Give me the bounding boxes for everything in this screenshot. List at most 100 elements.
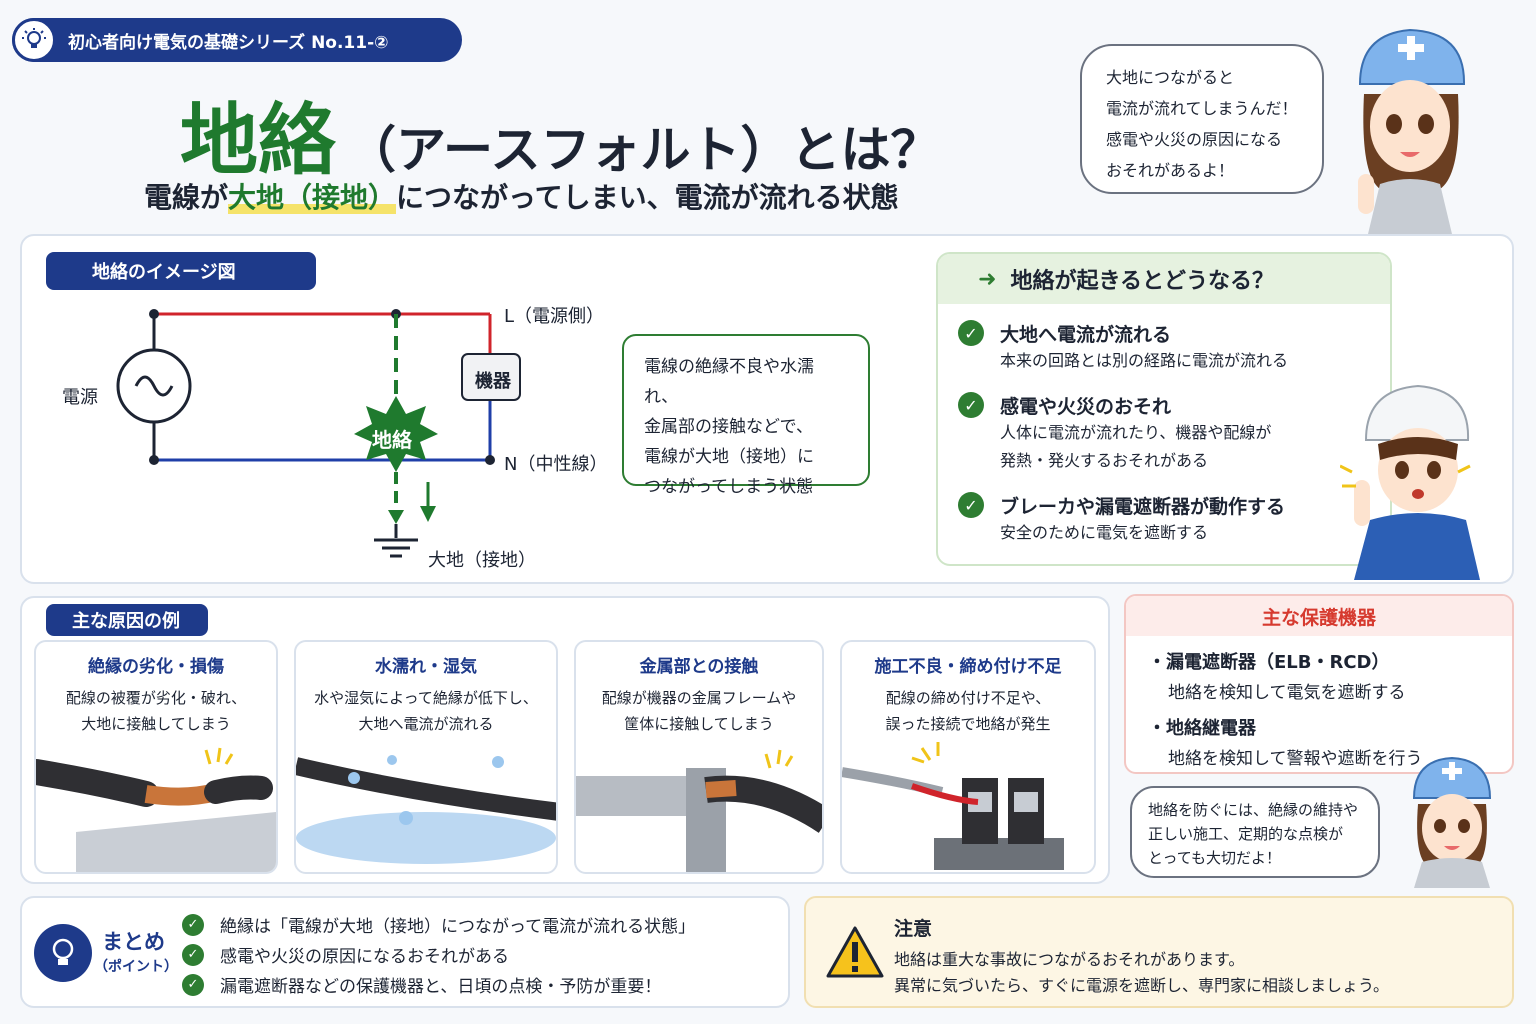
bubble-line: 正しい施工、定期的な点検が bbox=[1148, 825, 1344, 843]
protection-item-desc: 地絡を検知して警報や遮断を行う bbox=[1168, 749, 1423, 769]
line-l-label: L（電源側） bbox=[504, 306, 605, 327]
effect-title: 大地へ電流が流れる bbox=[1000, 324, 1172, 346]
fault-burst-icon bbox=[354, 396, 438, 472]
cause-desc: 水や湿気によって絶縁が低下し、 bbox=[314, 689, 538, 707]
metal-frame-illustration bbox=[576, 749, 822, 872]
page-subtitle: 電線が大地（接地）につながってしまい、電流が流れる状態 bbox=[144, 176, 899, 216]
summary-item-text: 漏電遮断器などの保護機器と、日頃の点検・予防が重要！ bbox=[220, 977, 662, 997]
series-label: 初心者向け電気の基礎シリーズ No.11-② bbox=[68, 32, 389, 53]
protection-item: ・地絡継電器 bbox=[1148, 718, 1256, 739]
cause-desc: 筐体に接触してしまう bbox=[624, 715, 774, 733]
summary-item: ✓ 感電や火災の原因になるおそれがある bbox=[182, 942, 509, 967]
cause-card-water: 水濡れ・湿気 水や湿気によって絶縁が低下し、 大地へ電流が流れる bbox=[294, 640, 558, 874]
effect-title: ブレーカや漏電遮断器が動作する bbox=[1000, 496, 1286, 518]
check-icon: ✓ bbox=[182, 913, 204, 936]
bubble-line: 感電や火災の原因になる bbox=[1106, 130, 1283, 149]
cause-title: 金属部との接触 bbox=[639, 657, 759, 677]
effect-desc: 安全のために電気を遮断する bbox=[1000, 523, 1209, 542]
summary-item-text: 絶縁は「電線が大地（接地）につながって電流が流れる状態」 bbox=[220, 917, 696, 937]
series-badge: 初心者向け電気の基礎シリーズ No.11-② bbox=[12, 18, 462, 62]
causes-heading-text: 主な原因の例 bbox=[72, 611, 180, 632]
summary-box: まとめ （ポイント） ✓ 絶縁は「電線が大地（接地）につながって電流が流れる状態」… bbox=[20, 896, 790, 1008]
caution-line: 地絡は重大な事故につながるおそれがあります。 bbox=[894, 950, 1245, 969]
title-rest: （アースフォルト）とは？ bbox=[346, 121, 941, 179]
cause-desc: 配線の被覆が劣化・破れ、 bbox=[65, 689, 247, 707]
summary-item-text: 感電や火災の原因になるおそれがある bbox=[220, 947, 509, 967]
effect-item: ✓ 感電や火災のおそれ 人体に電流が流れたり、機器や配線が 発熱・発火するおそれ… bbox=[958, 392, 1271, 475]
lightbulb-icon bbox=[12, 18, 56, 62]
cause-title: 絶縁の劣化・損傷 bbox=[88, 657, 224, 677]
bubble-line: 大地につながると bbox=[1106, 68, 1235, 87]
cause-title: 水濡れ・湿気 bbox=[375, 657, 477, 677]
protection-box: 主な保護機器 ・漏電遮断器（ELB・RCD） 地絡を検知して電気を遮断する ・地… bbox=[1124, 594, 1514, 774]
wet-cable-illustration bbox=[296, 755, 556, 864]
fault-label: 地絡 bbox=[372, 428, 412, 452]
title-main: 地絡 bbox=[180, 96, 337, 186]
device-box bbox=[461, 353, 521, 401]
cause-desc: 大地に接触してしまう bbox=[81, 715, 231, 733]
cause-desc: 誤った接続で地絡が発生 bbox=[885, 715, 1051, 733]
effect-item: ✓ 大地へ電流が流れる 本来の回路とは別の経路に電流が流れる bbox=[958, 320, 1288, 375]
causes-heading: 主な原因の例 bbox=[46, 604, 208, 636]
protection-heading: 主な保護機器 bbox=[1126, 596, 1512, 636]
bubble-line: 地絡を防ぐには、絶縁の維持や bbox=[1148, 801, 1359, 819]
desc-line: 電線の絶縁不良や水濡れ、 bbox=[644, 357, 814, 407]
device-label: 機器 bbox=[475, 371, 511, 392]
worker-girl-illustration bbox=[1358, 28, 1466, 234]
ground-label: 大地（接地） bbox=[428, 550, 536, 571]
damaged-cable-illustration bbox=[36, 747, 276, 872]
cause-card-metal-contact: 金属部との接触 配線が機器の金属フレームや 筐体に接触してしまう bbox=[574, 640, 824, 874]
check-icon: ✓ bbox=[958, 320, 984, 346]
caution-box: 注意 地絡は重大な事故につながるおそれがあります。 異常に気づいたら、すぐに電源… bbox=[804, 896, 1514, 1008]
terminal-block-illustration bbox=[842, 742, 1064, 870]
effects-heading-text: 地絡が起きるとどうなる？ bbox=[1010, 269, 1274, 294]
caution-title: 注意 bbox=[894, 918, 933, 940]
summary-item: ✓ 漏電遮断器などの保護機器と、日頃の点検・予防が重要！ bbox=[182, 972, 661, 997]
worker-girl-small-illustration bbox=[1412, 756, 1492, 888]
effect-desc: 発熱・発火するおそれがある bbox=[1000, 451, 1209, 470]
warning-icon bbox=[826, 926, 884, 978]
line-n-label: N（中性線） bbox=[504, 454, 608, 475]
prevention-speech-bubble: 地絡を防ぐには、絶縁の維持や 正しい施工、定期的な点検が とっても大切だよ！ bbox=[1130, 786, 1380, 878]
effect-item: ✓ ブレーカや漏電遮断器が動作する 安全のために電気を遮断する bbox=[958, 492, 1285, 547]
subtitle-highlight: 大地（接地） bbox=[228, 181, 397, 214]
desc-line: 電線が大地（接地）に bbox=[644, 447, 814, 467]
summary-item: ✓ 絶縁は「電線が大地（接地）につながって電流が流れる状態」 bbox=[182, 912, 695, 937]
circuit-diagram bbox=[116, 309, 521, 558]
diagram-heading: 地絡のイメージ図 bbox=[46, 252, 316, 290]
cause-card-insulation: 絶縁の劣化・損傷 配線の被覆が劣化・破れ、 大地に接触してしまう bbox=[34, 640, 278, 874]
summary-sublabel: （ポイント） bbox=[94, 959, 178, 975]
character-speech-bubble: 大地につながると 電流が流れてしまうんだ！ 感電や火災の原因になる おそれがある… bbox=[1080, 44, 1324, 194]
caution-line: 異常に気づいたら、すぐに電源を遮断し、専門家に相談しましょう。 bbox=[894, 976, 1390, 995]
cause-card-poor-work: 施工不良・締め付け不足 配線の締め付け不足や、 誤った接続で地絡が発生 bbox=[840, 640, 1096, 874]
bubble-line: 電流が流れてしまうんだ！ bbox=[1106, 99, 1298, 118]
cause-title: 施工不良・締め付け不足 bbox=[874, 657, 1062, 677]
check-icon: ✓ bbox=[958, 492, 984, 518]
subtitle-pre: 電線が bbox=[144, 181, 229, 214]
cause-desc: 大地へ電流が流れる bbox=[358, 715, 494, 733]
diagram-description: 電線の絶縁不良や水濡れ、 金属部の接触などで、 電線が大地（接地）に つながって… bbox=[622, 334, 870, 497]
effect-title: 感電や火災のおそれ bbox=[1000, 396, 1172, 418]
protection-item-desc: 地絡を検知して電気を遮断する bbox=[1168, 683, 1406, 703]
worker-boy-illustration bbox=[1340, 384, 1480, 580]
arrow-icon: ➜ bbox=[978, 266, 997, 292]
effects-box: ➜ 地絡が起きるとどうなる？ ✓ 大地へ電流が流れる 本来の回路とは別の経路に電… bbox=[936, 252, 1392, 566]
effects-heading: ➜ 地絡が起きるとどうなる？ bbox=[938, 254, 1390, 304]
check-icon: ✓ bbox=[182, 973, 204, 996]
desc-line: つながってしまう状態 bbox=[644, 477, 814, 497]
bubble-line: とっても大切だよ！ bbox=[1148, 849, 1282, 867]
cause-desc: 配線の締め付け不足や、 bbox=[885, 689, 1051, 707]
desc-line: 金属部の接触などで、 bbox=[644, 417, 813, 437]
diagram-heading-text: 地絡のイメージ図 bbox=[92, 262, 236, 283]
subtitle-post: につながってしまい、電流が流れる状態 bbox=[396, 181, 899, 214]
check-icon: ✓ bbox=[958, 392, 984, 418]
check-icon: ✓ bbox=[182, 943, 204, 966]
effect-desc: 本来の回路とは別の経路に電流が流れる bbox=[1000, 351, 1289, 370]
summary-lightbulb-icon bbox=[34, 924, 92, 982]
protection-item-name: 地絡継電器 bbox=[1166, 718, 1256, 739]
power-label: 電源 bbox=[62, 387, 98, 408]
summary-label: まとめ bbox=[102, 930, 165, 954]
cause-desc: 配線が機器の金属フレームや bbox=[601, 689, 797, 707]
protection-item-name: 漏電遮断器（ELB・RCD） bbox=[1166, 652, 1390, 673]
protection-item: ・漏電遮断器（ELB・RCD） bbox=[1148, 652, 1390, 673]
